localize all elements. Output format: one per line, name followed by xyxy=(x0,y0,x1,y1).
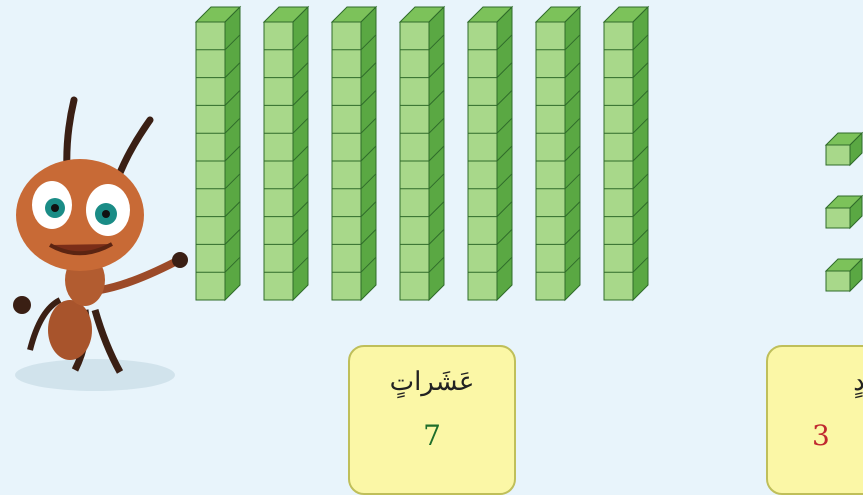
one-cube xyxy=(826,133,862,165)
tens-rods xyxy=(196,7,648,300)
tens-count: 7 xyxy=(350,419,514,452)
tens-card: عَشَراتٍ 7 xyxy=(348,345,516,495)
ten-rod xyxy=(468,7,512,300)
ten-rod xyxy=(536,7,580,300)
one-cube xyxy=(826,196,862,228)
ten-rod xyxy=(332,7,376,300)
rod-body xyxy=(196,7,240,300)
ones-count: 3 xyxy=(812,419,863,452)
ant-mascot xyxy=(13,100,188,391)
rod-body xyxy=(264,7,308,300)
ones-card: آحادٍ 3 xyxy=(766,345,863,495)
ten-rod xyxy=(264,7,308,300)
tens-label: عَشَراتٍ xyxy=(350,367,514,397)
rod-body xyxy=(400,7,444,300)
rod-body xyxy=(468,7,512,300)
ones-label: آحادٍ xyxy=(728,367,863,397)
ten-rod xyxy=(604,7,648,300)
rod-body xyxy=(536,7,580,300)
rod-body xyxy=(332,7,376,300)
ones-cubes xyxy=(826,133,862,291)
one-cube xyxy=(826,259,862,291)
rod-body xyxy=(604,7,648,300)
ten-rod xyxy=(400,7,444,300)
ten-rod xyxy=(196,7,240,300)
